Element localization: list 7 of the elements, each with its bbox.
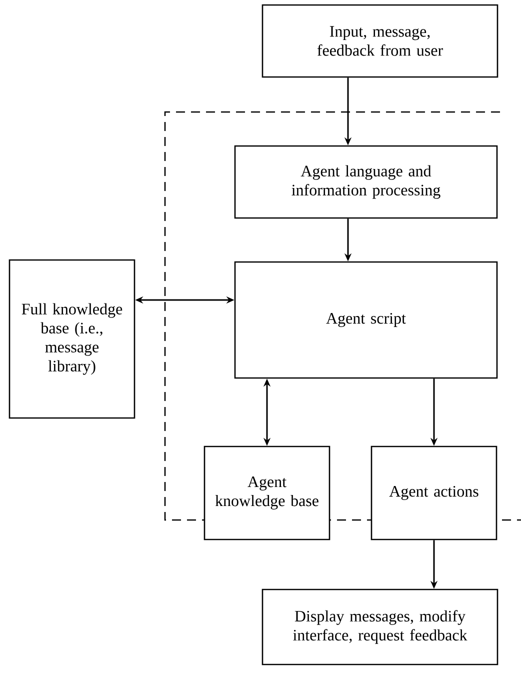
process-box: Agent knowledge base xyxy=(204,446,330,540)
process-box: Full knowledge base (i.e., message library) xyxy=(8,259,136,419)
process-box: Display messages, modify interface, request feedback xyxy=(262,588,498,666)
process-box: Agent actions xyxy=(370,446,498,540)
process-box: Agent language and information processing xyxy=(234,145,498,219)
process-box: Input, message, feedback from user xyxy=(262,4,498,78)
process-box: Agent script xyxy=(234,261,498,379)
